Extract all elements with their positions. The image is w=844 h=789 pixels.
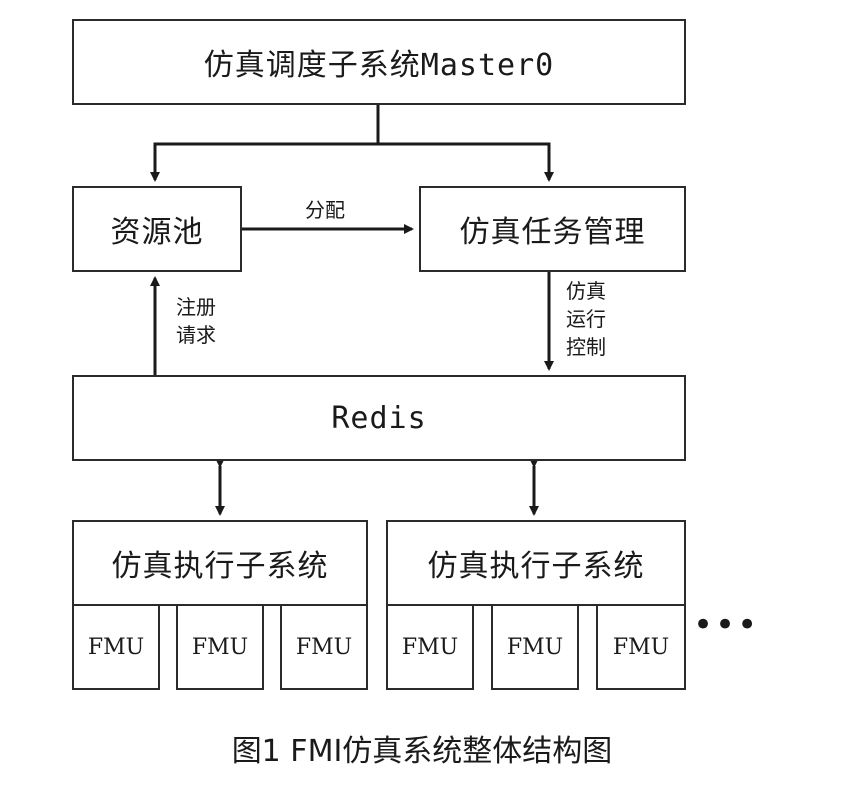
- fmu-box: FMU: [280, 604, 368, 690]
- fmu-label: FMU: [401, 634, 459, 660]
- fmu-box: FMU: [491, 604, 579, 690]
- redis-label: Redis: [331, 400, 427, 436]
- master-to-task-line: [378, 142, 554, 182]
- master-split-line: [150, 104, 380, 182]
- figure-caption: 图1 FMI仿真系统整体结构图: [231, 734, 613, 769]
- fmu-box: FMU: [386, 604, 474, 690]
- fmu-box: FMU: [176, 604, 264, 690]
- allocate-label: 分配: [305, 198, 345, 222]
- master-box: 仿真调度子系统Master0: [72, 19, 686, 105]
- resource-pool-box: 资源池: [72, 186, 242, 272]
- resource-pool-label: 资源池: [110, 215, 204, 250]
- fmu-label: FMU: [87, 634, 145, 660]
- master-label: 仿真调度子系统Master0: [203, 48, 555, 83]
- exec-subsystem-right: 仿真执行子系统: [386, 520, 686, 606]
- task-management-box: 仿真任务管理: [419, 186, 686, 272]
- redis-box: Redis: [72, 375, 686, 461]
- fmu-box: FMU: [596, 604, 686, 690]
- register-label-line-2: 请求: [176, 323, 216, 347]
- fmu-label: FMU: [295, 634, 353, 660]
- register-label-line-1: 注册: [176, 295, 216, 319]
- task-management-label: 仿真任务管理: [459, 215, 646, 250]
- exec-subsystem-left: 仿真执行子系统: [72, 520, 368, 606]
- exec-subsystem-left-label: 仿真执行子系统: [111, 549, 329, 584]
- control-label: 仿真 运行 控制: [566, 277, 606, 361]
- control-label-line-3: 控制: [566, 335, 606, 359]
- fmu-label: FMU: [612, 634, 670, 660]
- register-label: 注册 请求: [176, 293, 216, 349]
- ellipsis: •••: [693, 605, 760, 645]
- exec-subsystem-right-label: 仿真执行子系统: [427, 549, 645, 584]
- control-label-line-1: 仿真: [566, 279, 606, 303]
- fmu-box: FMU: [72, 604, 160, 690]
- fmu-label: FMU: [191, 634, 249, 660]
- fmu-label: FMU: [506, 634, 564, 660]
- control-label-line-2: 运行: [566, 307, 606, 331]
